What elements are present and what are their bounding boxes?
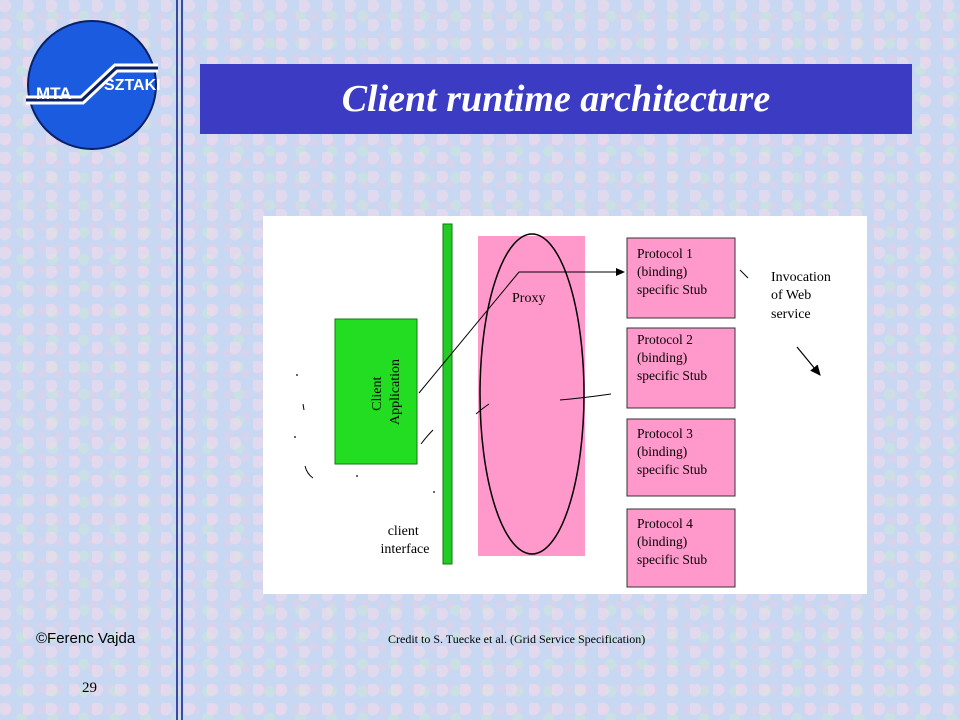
- stub-1: Protocol 1 (binding) specific Stub: [626, 237, 736, 319]
- dot-1: [296, 374, 298, 376]
- client-application-box: [334, 318, 418, 465]
- left-border-line-2: [181, 0, 183, 720]
- stub-4-line-3: specific Stub: [637, 552, 707, 567]
- page-number: 29: [82, 680, 97, 696]
- architecture-diagram: Proxy Client Application Protocol 1 (bin…: [263, 216, 867, 594]
- stub-4: Protocol 4 (binding) specific Stub: [626, 508, 736, 588]
- stub-3-line-1: Protocol 3: [637, 426, 693, 441]
- call-arrow: [418, 268, 625, 394]
- client-interface-label: client interface: [381, 524, 430, 557]
- proxy-ellipse: [479, 233, 585, 555]
- invocation-line-3: service: [771, 307, 811, 322]
- dot-3: [356, 475, 358, 477]
- dot-2: [294, 436, 296, 438]
- author-credit: ©Ferenc Vajda: [36, 630, 136, 647]
- title-bar: Client runtime architecture: [200, 64, 912, 134]
- stroke-mark-5: [302, 403, 305, 411]
- stroke-mark-3: [559, 393, 612, 401]
- stub-3-line-3: specific Stub: [637, 462, 707, 477]
- stroke-mark-4: [304, 465, 314, 479]
- client-interface-bar: [442, 223, 453, 565]
- stub-2: Protocol 2 (binding) specific Stub: [626, 327, 736, 409]
- invocation-arrow-line: [739, 269, 749, 279]
- stub-3: Protocol 3 (binding) specific Stub: [626, 418, 736, 497]
- invocation-line-1: Invocation: [771, 270, 831, 285]
- svg-text:Protocol 4 (binding): Protocol 4 (binding) specific Stub: [637, 516, 707, 567]
- logo-text-right: SZTAKI: [104, 77, 161, 94]
- stub-1-line-1: Protocol 1: [637, 246, 693, 261]
- stub-2-line-1: Protocol 2: [637, 332, 693, 347]
- client-interface-line-2: interface: [381, 542, 430, 557]
- stroke-mark-2: [475, 403, 490, 415]
- mta-sztaki-logo: MTA SZTAKI: [26, 20, 161, 150]
- stub-4-line-2: (binding): [637, 534, 687, 549]
- logo-text-left: MTA: [36, 84, 72, 103]
- stub-2-line-2: (binding): [637, 350, 687, 365]
- stub-4-line-1: Protocol 4: [637, 516, 693, 531]
- slide-title: Client runtime architecture: [341, 78, 771, 120]
- source-credit: Credit to S. Tuecke et al. (Grid Service…: [388, 632, 646, 646]
- stub-1-line-3: specific Stub: [637, 282, 707, 297]
- client-interface-line-1: client: [388, 524, 419, 539]
- stub-2-line-3: specific Stub: [637, 368, 707, 383]
- proxy-box: [478, 236, 585, 556]
- client-application-line-2: Application: [388, 359, 403, 425]
- left-border-line-1: [176, 0, 178, 720]
- svg-text:Protocol 1 (binding): Protocol 1 (binding) specific Stub: [637, 246, 707, 297]
- svg-text:Protocol 2 (binding): Protocol 2 (binding) specific Stub: [637, 332, 707, 383]
- proxy-label: Proxy: [512, 291, 545, 306]
- stroke-mark-1: [420, 429, 434, 445]
- svg-text:Protocol 3 (binding): Protocol 3 (binding) specific Stub: [637, 426, 707, 477]
- dot-4: [433, 491, 435, 493]
- stub-3-line-2: (binding): [637, 444, 687, 459]
- invocation-line-2: of Web: [771, 288, 811, 303]
- client-application-line-1: Client: [370, 377, 385, 411]
- invocation-label: Invocation of Web service: [771, 270, 834, 322]
- invocation-arrow: [796, 346, 821, 376]
- client-application-label: Client Application: [370, 359, 403, 425]
- stub-1-line-2: (binding): [637, 264, 687, 279]
